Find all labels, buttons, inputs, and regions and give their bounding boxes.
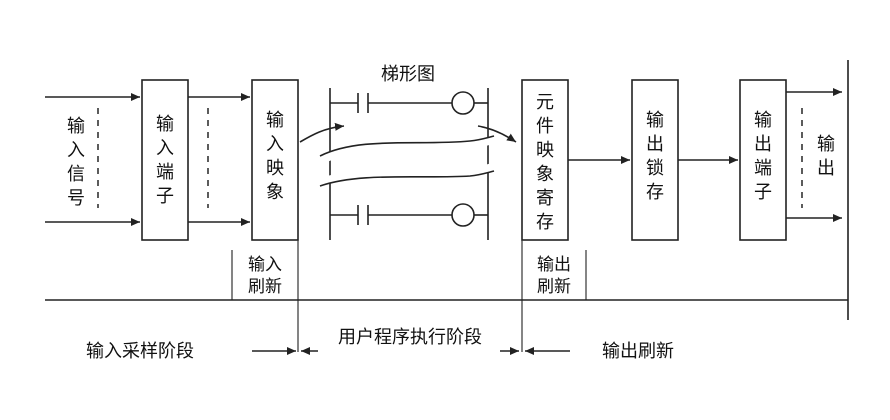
phase-user-program: 用户程序执行阶段 [338, 327, 482, 348]
svg-text:输: 输 [754, 110, 772, 131]
svg-text:象: 象 [266, 182, 284, 203]
input-terminal-box [141, 79, 189, 241]
input-terminal-label: 输 入 端 子 [156, 114, 174, 207]
svg-text:寄: 寄 [536, 188, 554, 209]
svg-text:输: 输 [156, 114, 174, 135]
svg-text:输: 输 [266, 110, 284, 131]
svg-text:端: 端 [156, 162, 174, 183]
svg-text:映: 映 [536, 140, 554, 161]
phase-output-refresh: 输出刷新 [602, 341, 674, 362]
svg-text:子: 子 [754, 182, 772, 203]
svg-text:出: 出 [817, 158, 835, 179]
svg-text:输: 输 [817, 134, 835, 155]
svg-text:刷新: 刷新 [537, 277, 571, 297]
svg-text:出: 出 [646, 134, 664, 155]
svg-text:象: 象 [536, 164, 554, 185]
svg-text:输: 输 [646, 110, 664, 131]
ladder-title: 梯形图 [381, 64, 435, 85]
input-refresh-label: 输入 刷新 [248, 255, 282, 297]
svg-text:存: 存 [536, 212, 554, 233]
svg-text:端: 端 [754, 158, 772, 179]
svg-text:刷新: 刷新 [248, 277, 282, 297]
svg-text:输出: 输出 [537, 255, 571, 275]
svg-text:子: 子 [156, 186, 174, 207]
svg-text:锁: 锁 [646, 158, 664, 179]
output-terminal-label: 输 出 端 子 [754, 110, 772, 203]
input-image-label: 输 入 映 象 [266, 110, 284, 203]
output-refresh-small-label: 输出 刷新 [537, 255, 571, 297]
svg-text:元: 元 [536, 92, 554, 113]
image-to-ladder-arrow [299, 122, 345, 143]
svg-text:件: 件 [536, 116, 554, 137]
element-register-label: 元 件 映 象 寄 存 [536, 92, 554, 233]
svg-text:输入: 输入 [248, 255, 282, 275]
phase-input-sampling: 输入采样阶段 [86, 341, 194, 362]
input-image-box [251, 79, 299, 241]
svg-text:号: 号 [67, 188, 85, 209]
svg-text:出: 出 [754, 134, 772, 155]
ladder-to-register-arrow [477, 125, 517, 143]
input-signal-label: 输 入 信 号 [67, 116, 85, 209]
svg-text:存: 存 [646, 182, 664, 203]
svg-text:入: 入 [67, 140, 85, 161]
output-terminal-box [739, 79, 787, 241]
ladder-diagram [319, 88, 495, 240]
svg-text:入: 入 [156, 138, 174, 159]
svg-text:信: 信 [67, 164, 85, 185]
output-label: 输 出 [817, 134, 835, 179]
svg-text:入: 入 [266, 134, 284, 155]
svg-text:输: 输 [67, 116, 85, 137]
output-latch-label: 输 出 锁 存 [646, 110, 664, 203]
svg-text:映: 映 [266, 158, 284, 179]
